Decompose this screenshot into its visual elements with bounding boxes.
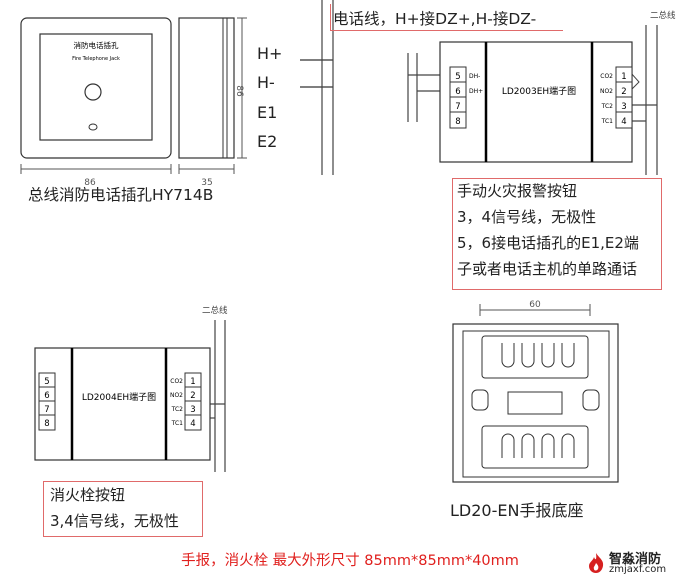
ld2003-label-tc1: TC1: [601, 118, 614, 125]
ld2003-term-5: 5: [455, 72, 460, 82]
ld2004-term-8: 8: [44, 419, 49, 429]
hydrant-note-box: [43, 481, 203, 537]
ld2003-right-terminals: 1 2 3 4 CO2 NO2 TC2 TC1: [600, 66, 633, 129]
ld2004-term-6: 6: [44, 391, 49, 401]
ld2004-label-no2: NO2: [170, 392, 183, 399]
jack-dim-height: 86: [234, 85, 244, 97]
ld2003-title: LD2003EH端子图: [502, 85, 576, 97]
ld2004-right-terminals: 1 2 3 4 CO2 NO2 TC2 TC1: [170, 372, 202, 431]
ld2003-term-2: 2: [621, 87, 626, 97]
ld2003-label-co2: CO2: [600, 73, 613, 80]
jack-indicator: [88, 123, 98, 131]
wire-e1: E1: [257, 103, 278, 122]
ld2004-term-1: 1: [190, 377, 195, 387]
base-caption: LD20-EN手报底座: [450, 501, 584, 520]
flame-icon: [589, 553, 604, 573]
brand-name: 智淼消防: [609, 552, 662, 567]
ld2004-left-terminals: 5 6 7 8: [38, 372, 56, 431]
jack-label-sub: Fire Telephone Jack: [72, 56, 120, 62]
base-dim: 60: [529, 300, 541, 310]
hydrant-note-line1: 3,4信号线，无极性: [50, 512, 179, 530]
manual-note: 手动火灾报警按钮 3，4信号线，无极性 5，6接电话插孔的E1,E2端 子或者电…: [457, 178, 639, 282]
ld2003-label-no2: NO2: [600, 88, 613, 95]
ld2004-title: LD2004EH端子图: [82, 391, 156, 403]
jack-label-main: 消防电话插孔: [74, 40, 119, 50]
ld2003-label-tc2: TC2: [601, 103, 614, 110]
wire-hplus: H+: [257, 44, 283, 63]
ld2004-label-tc2: TC2: [171, 406, 184, 413]
brand-url: zmjaxf.com: [609, 564, 667, 575]
ld2003-term-1: 1: [621, 72, 626, 82]
wire-e2: E2: [257, 132, 278, 151]
manual-note-box: [452, 178, 662, 290]
hydrant-note-title: 消火栓按钮: [50, 486, 126, 504]
ld2004-label-co2: CO2: [170, 378, 183, 385]
ld2003-left-terminals: 5 6 7 8 DH- DH+: [449, 66, 483, 129]
ld2004-terminal-diagram: 二总线 LD2004EH端子图 5 6 7 8 1 2 3 4 CO2 NO2 …: [34, 305, 228, 472]
ld2004-term-2: 2: [190, 391, 195, 401]
manual-note-line2: 5，6接电话插孔的E1,E2端: [457, 234, 639, 252]
brand-logo: 智淼消防 zmjaxf.com: [585, 548, 695, 578]
ld2004-label-tc1: TC1: [171, 420, 184, 427]
ld2003-term-8: 8: [455, 117, 460, 127]
manual-note-line3: 子或者电话主机的单路通话: [457, 260, 638, 278]
ld2004-term-7: 7: [44, 405, 49, 415]
jack-dim-width: 86: [84, 178, 96, 188]
ld2003-label-dhp: DH+: [469, 88, 483, 95]
jack-dim-depth: 35: [201, 178, 212, 188]
ld2004-term-5: 5: [44, 377, 49, 387]
spec-text: 手报，消火栓 最大外形尺寸 85mm*85mm*40mm: [181, 553, 519, 569]
manual-note-title: 手动火灾报警按钮: [457, 182, 578, 200]
phone-line-note: [330, 4, 563, 31]
ld2004-bus-label: 二总线: [202, 305, 228, 316]
jack-side-view: 86 35: [178, 17, 247, 188]
ld2003-label-dhm: DH-: [469, 73, 480, 80]
jack-socket: [84, 83, 102, 101]
manual-note-line1: 3，4信号线，无极性: [457, 208, 597, 226]
phone-line-note-text: 电话线，H+接DZ+,H-接DZ-: [333, 10, 537, 28]
jack-wiring: [300, 0, 334, 175]
ld2003-term-4: 4: [621, 117, 626, 127]
ld2003-term-6: 6: [455, 87, 460, 97]
ld2004-term-3: 3: [190, 405, 195, 415]
hydrant-note: 消火栓按钮 3,4信号线，无极性: [50, 482, 179, 534]
ld2003-terminal-diagram: 二总线 LD2003EH端子图 5 6 7 8 DH- DH+ 1 2 3 4 …: [407, 10, 676, 175]
wire-hminus: H-: [257, 73, 275, 92]
base-drawing: 60: [452, 300, 619, 483]
ld2003-bus-label: 二总线: [650, 10, 676, 21]
ld2003-term-3: 3: [621, 102, 626, 112]
jack-front-view: 消防电话插孔 Fire Telephone Jack 86: [20, 17, 172, 188]
ld2004-term-4: 4: [190, 419, 195, 429]
ld2003-term-7: 7: [455, 102, 460, 112]
jack-caption: 总线消防电话插孔HY714B: [28, 186, 214, 204]
